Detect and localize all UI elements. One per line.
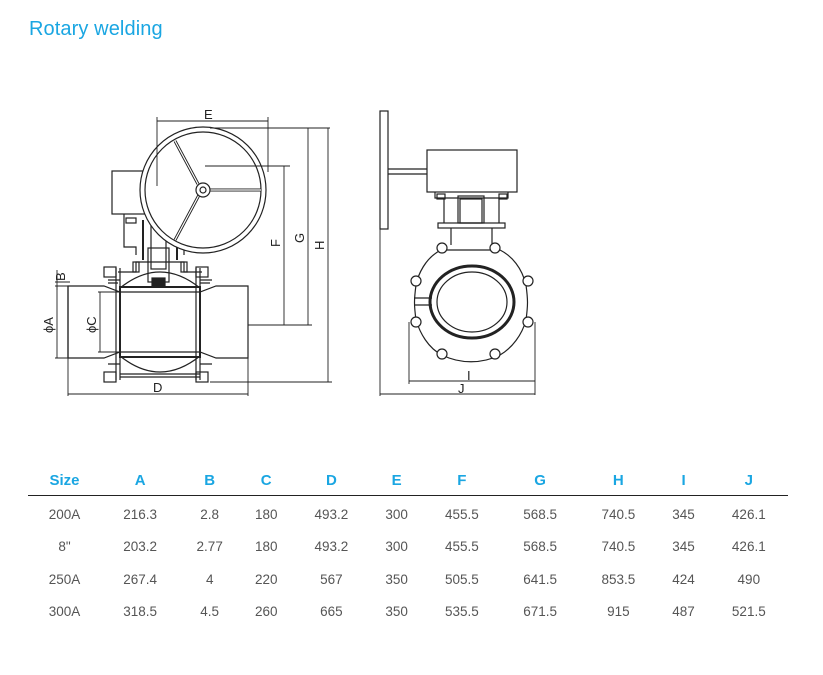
- header-b: B: [179, 465, 241, 496]
- cell-size: 300A: [48, 604, 81, 620]
- header-a: A: [101, 465, 180, 496]
- cell-c: 260: [254, 604, 278, 620]
- ball-bottom: [119, 355, 201, 373]
- cell-c: 220: [254, 571, 278, 587]
- cell-size: 250A: [48, 571, 81, 587]
- dim-label-d: D: [153, 380, 162, 395]
- table-row: 200A 216.3 2.8 180 493.2 300 455.5 568.5 740.5 34…: [28, 496, 788, 531]
- cell-j: 490: [737, 571, 761, 587]
- bore-outer: [428, 264, 516, 340]
- cell-j: 426.1: [731, 539, 766, 555]
- cell-h: 915: [607, 604, 630, 620]
- cell-b: 2.77: [196, 539, 223, 555]
- flange-bolt: [103, 371, 117, 383]
- header-h: H: [579, 465, 658, 496]
- table-body: 200A 216.3 2.8 180 493.2 300 455.5 568.5 740.5 34…: [28, 496, 788, 629]
- cell-d: 665: [320, 604, 343, 620]
- cell-a: 216.3: [123, 506, 158, 522]
- header-i: I: [657, 465, 710, 496]
- side-view: [379, 110, 536, 396]
- cell-d: 493.2: [314, 539, 349, 555]
- cell-f: 535.5: [444, 604, 479, 620]
- cell-g: 568.5: [523, 506, 557, 522]
- dim-label-e: E: [204, 107, 213, 122]
- cell-f: 505.5: [444, 571, 479, 587]
- cell-size: 8": [58, 539, 71, 555]
- header-j: J: [709, 465, 788, 496]
- page-title: Rotary welding: [29, 18, 163, 40]
- cell-j: 426.1: [731, 506, 766, 522]
- cell-a: 203.2: [123, 539, 158, 555]
- cell-d: 493.2: [314, 506, 349, 522]
- cell-i: 424: [672, 571, 695, 587]
- dimension-table: Size A B C D E F G H I J 200A 216.3 2.8 180…: [28, 465, 788, 628]
- bonnet: [118, 261, 202, 273]
- handwheel-hub: [195, 182, 211, 198]
- flange-bolt: [103, 266, 117, 278]
- cell-c: 180: [254, 506, 278, 522]
- table-row: 8" 203.2 2.77 180 493.2 300 455.5 568.5 740.5 345…: [28, 531, 788, 564]
- header-f: F: [422, 465, 501, 496]
- cell-i: 487: [672, 604, 695, 620]
- cell-e: 350: [385, 571, 408, 587]
- cell-g: 671.5: [523, 604, 557, 620]
- front-view: [55, 117, 332, 396]
- dim-label-c: ϕC: [84, 316, 99, 333]
- stem-key: [151, 277, 166, 287]
- table-header-row: Size A B C D E F G H I J: [28, 465, 788, 496]
- cell-c: 180: [254, 539, 278, 555]
- table-row: 250A 267.4 4 220 567 350 505.5 641.5 853.5 424 490: [28, 563, 788, 596]
- cell-d: 567: [320, 571, 343, 587]
- bore-inner: [436, 271, 508, 333]
- cell-a: 318.5: [123, 604, 158, 620]
- cell-g: 568.5: [523, 539, 557, 555]
- header-c: C: [240, 465, 293, 496]
- ball: [119, 286, 201, 358]
- dim-label-f: F: [268, 239, 283, 247]
- bolt: [180, 261, 188, 273]
- cell-size: 200A: [48, 506, 81, 522]
- dim-label-h: H: [312, 241, 327, 250]
- cell-e: 300: [385, 539, 408, 555]
- dim-label-g: G: [292, 233, 307, 243]
- dim-label-b: B: [53, 272, 68, 281]
- side-dimension-lines: [379, 229, 536, 396]
- header-size: Size: [28, 465, 102, 496]
- dim-label-a: ϕA: [41, 317, 56, 333]
- cell-i: 345: [672, 539, 695, 555]
- cell-h: 853.5: [601, 571, 636, 587]
- dimension-lines: [55, 117, 332, 396]
- header-e: E: [370, 465, 423, 496]
- cell-b: 4.5: [200, 604, 220, 620]
- bolt: [132, 261, 140, 273]
- dim-label-j: J: [458, 381, 465, 396]
- header-d: D: [292, 465, 371, 496]
- ball-top: [119, 271, 201, 289]
- dim-label-i: I: [467, 368, 471, 383]
- cell-g: 641.5: [523, 571, 557, 587]
- cell-e: 300: [385, 506, 408, 522]
- cell-b: 2.8: [200, 506, 220, 522]
- cell-f: 455.5: [444, 539, 479, 555]
- cell-j: 521.5: [731, 604, 766, 620]
- bracket-left: [123, 214, 137, 255]
- bolt: [125, 217, 137, 224]
- cell-i: 345: [672, 506, 695, 522]
- header-g: G: [500, 465, 580, 496]
- cell-f: 455.5: [444, 506, 479, 522]
- cell-a: 267.4: [123, 571, 158, 587]
- side-gearbox: [426, 149, 518, 193]
- valve-drawing-svg: E F G H ϕA B ϕC D I J: [41, 107, 536, 396]
- cell-h: 740.5: [601, 506, 636, 522]
- cell-b: 4: [205, 571, 214, 587]
- cell-e: 350: [385, 604, 408, 620]
- table-row: 300A 318.5 4.5 260 665 350 535.5 671.5 915 487 521…: [28, 596, 788, 629]
- valve-dimension-drawing: E F G H ϕA B ϕC D I J: [0, 95, 823, 415]
- handwheel-edge: [379, 110, 389, 230]
- cell-h: 740.5: [601, 539, 636, 555]
